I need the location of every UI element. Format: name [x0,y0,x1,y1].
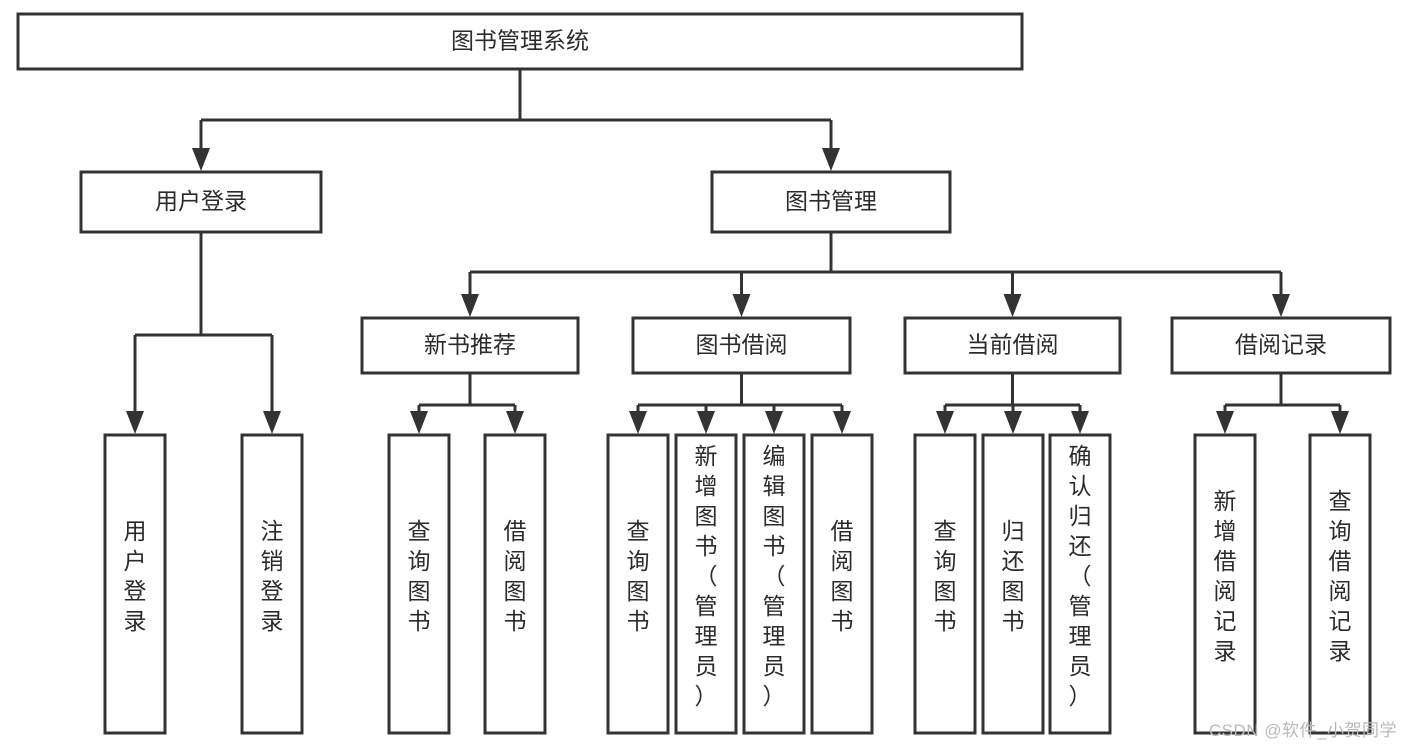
node-label: 确认归还（管理员） [1069,443,1092,709]
node-box[interactable] [710,170,952,234]
node-label: 图书管理系统 [451,28,589,54]
arrow-head-icon [126,411,144,434]
arrow-head-icon [822,148,840,171]
node-box[interactable] [981,433,1045,735]
arrow-head-icon [732,294,751,317]
arrow-head-icon [263,411,281,434]
node-box[interactable] [913,433,977,735]
arrow-head-icon [629,411,647,434]
arrow-head-icon [833,411,851,434]
node-box[interactable] [1170,316,1392,375]
node-leaf-user-logout[interactable]: 注销登录 [240,433,304,735]
node-leaf-edit-book[interactable]: 编辑图书（管理员） [742,433,806,735]
node-label: 注销登录 [261,518,284,634]
node-box[interactable] [387,433,451,735]
node-new-book-recommend[interactable]: 新书推荐 [360,316,580,375]
node-label: 归还图书 [1002,518,1025,634]
node-leaf-query-book-1[interactable]: 查询图书 [387,433,451,735]
node-box[interactable] [1193,433,1257,735]
arrow-head-icon [1003,294,1022,317]
node-box[interactable] [240,433,304,735]
node-leaf-add-book[interactable]: 新增图书（管理员） [674,433,738,735]
node-label: 新增借阅记录 [1214,488,1237,664]
arrow-head-icon [506,411,524,434]
connector-layer [126,69,1349,434]
node-box[interactable] [16,12,1024,71]
node-box[interactable] [1048,433,1112,735]
node-root[interactable]: 图书管理系统 [16,12,1024,71]
node-box[interactable] [674,433,738,735]
node-layer: 图书管理系统用户登录图书管理新书推荐图书借阅当前借阅借阅记录用户登录注销登录查询… [16,12,1392,735]
arrow-head-icon [1216,411,1234,434]
arrow-head-icon [1272,294,1290,317]
node-label: 用户登录 [124,518,147,634]
node-label: 编辑图书（管理员） [763,443,786,709]
node-label: 新书推荐 [424,332,516,358]
node-box[interactable] [810,433,874,735]
node-label: 图书借阅 [696,332,788,358]
arrow-head-icon [697,411,715,434]
node-borrow-record[interactable]: 借阅记录 [1170,316,1392,375]
arrow-head-icon [192,148,210,171]
node-label: 用户登录 [155,188,247,214]
node-leaf-user-login[interactable]: 用户登录 [103,433,167,735]
arrow-head-icon [461,294,479,317]
node-label: 新增图书（管理员） [695,443,718,709]
node-label: 查询图书 [408,518,431,634]
node-leaf-confirm-return[interactable]: 确认归还（管理员） [1048,433,1112,735]
arrow-head-icon [1071,411,1089,434]
node-book-manage[interactable]: 图书管理 [710,170,952,234]
node-leaf-query-record[interactable]: 查询借阅记录 [1308,433,1372,735]
node-leaf-borrow-book-2[interactable]: 借阅图书 [810,433,874,735]
arrow-head-icon [410,411,428,434]
node-box[interactable] [903,316,1122,375]
node-leaf-query-book-2[interactable]: 查询图书 [606,433,670,735]
node-box[interactable] [606,433,670,735]
node-label: 查询借阅记录 [1329,488,1352,664]
node-box[interactable] [360,316,580,375]
node-label: 查询图书 [934,518,957,634]
node-box[interactable] [742,433,806,735]
node-leaf-query-book-3[interactable]: 查询图书 [913,433,977,735]
node-book-borrow[interactable]: 图书借阅 [631,316,852,375]
node-label: 借阅记录 [1235,332,1327,358]
node-label: 借阅图书 [504,518,527,634]
arrow-head-icon [1004,411,1022,434]
node-label: 当前借阅 [967,332,1059,358]
node-leaf-return-book[interactable]: 归还图书 [981,433,1045,735]
arrow-head-icon [1331,411,1349,434]
node-label: 图书管理 [785,188,877,214]
node-box[interactable] [79,170,323,234]
node-box[interactable] [631,316,852,375]
node-box[interactable] [1308,433,1372,735]
node-current-borrow[interactable]: 当前借阅 [903,316,1122,375]
node-user-login[interactable]: 用户登录 [79,170,323,234]
node-label: 查询图书 [627,518,650,634]
arrow-head-icon [765,411,783,434]
node-box[interactable] [483,433,547,735]
node-box[interactable] [103,433,167,735]
node-leaf-borrow-book-1[interactable]: 借阅图书 [483,433,547,735]
node-leaf-add-record[interactable]: 新增借阅记录 [1193,433,1257,735]
node-label: 借阅图书 [831,518,854,634]
arrow-head-icon [936,411,954,434]
